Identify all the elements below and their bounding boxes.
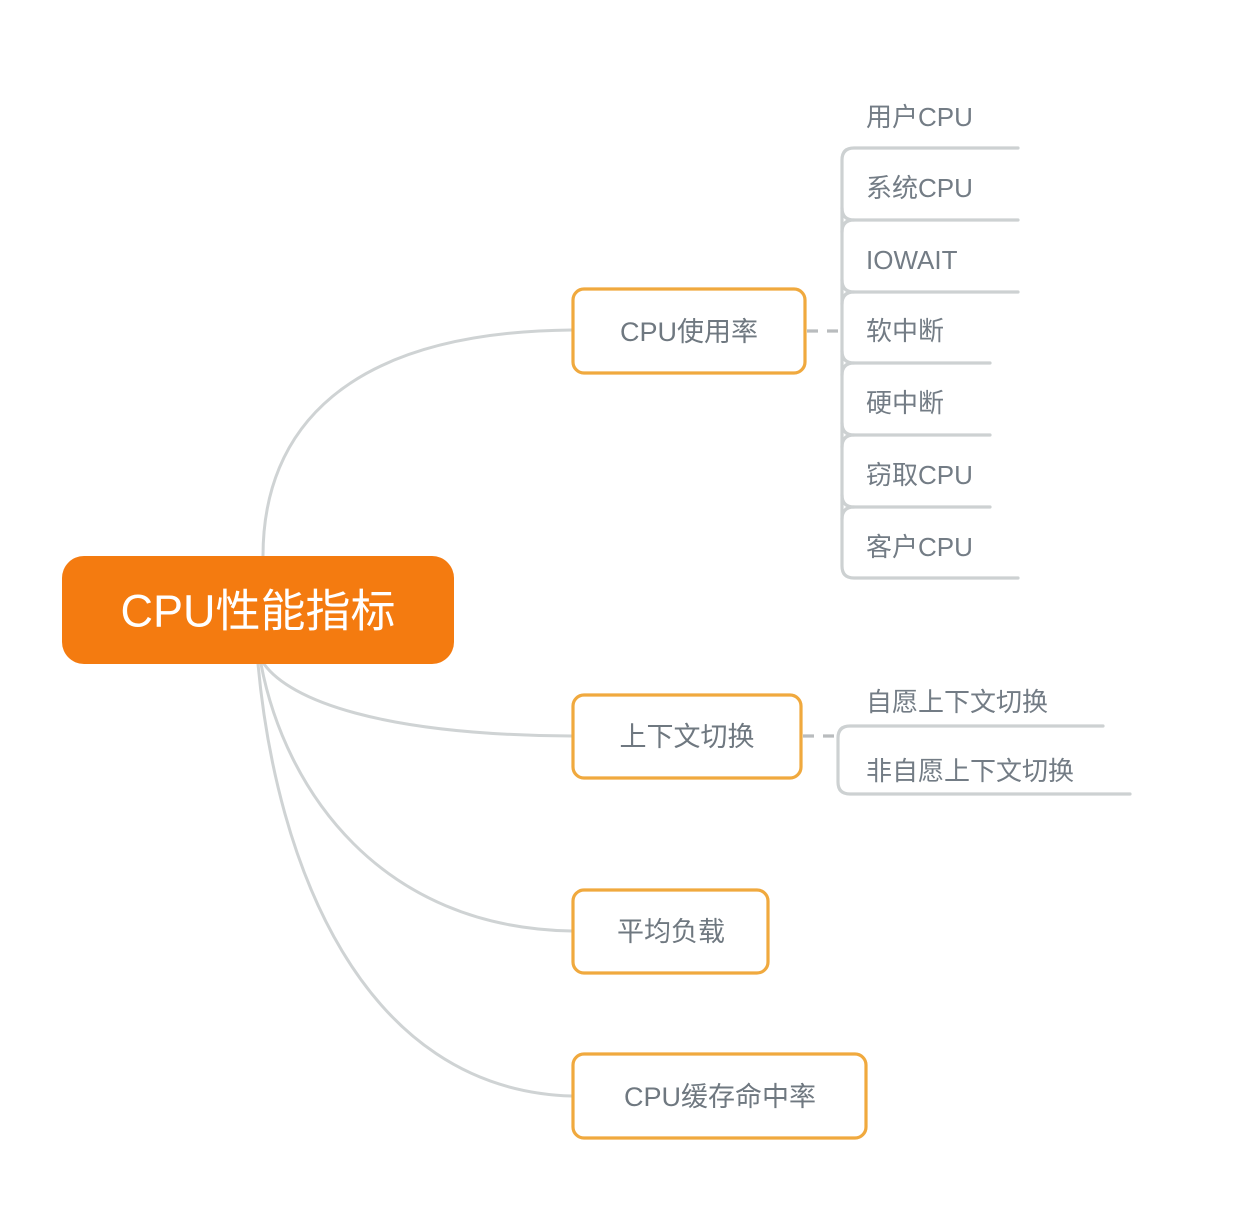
leaf-spine-context-switch xyxy=(836,724,1132,796)
leaf-divider-4 xyxy=(840,421,992,437)
branch-context-switch[interactable]: 上下文切换 xyxy=(571,693,803,780)
leaf-item[interactable]: 系统CPU xyxy=(866,173,973,203)
branch-cpu-usage-box[interactable] xyxy=(571,287,807,375)
root-connectors xyxy=(256,328,574,1098)
leaf-divider-1 xyxy=(840,206,1020,222)
leaf-item[interactable]: 非自愿上下文切换 xyxy=(866,756,1074,786)
connector-to-load-average xyxy=(259,662,574,933)
branch-load-average-label: 平均负载 xyxy=(617,917,725,947)
branch-load-average-box[interactable] xyxy=(571,888,770,975)
connector-to-cache-hit xyxy=(256,662,574,1098)
leaf-bracket-cpu-usage xyxy=(840,146,1020,580)
branch-cpu-usage-label: CPU使用率 xyxy=(620,317,758,347)
branch-cache-hit-rate-label: CPU缓存命中率 xyxy=(624,1082,816,1112)
leaf-divider-3b xyxy=(840,361,856,377)
branch-context-switch-label: 上下文切换 xyxy=(620,722,755,752)
leaf-divider-4b xyxy=(840,433,856,449)
connector-to-cpu-usage xyxy=(261,328,574,558)
branch-cache-hit-rate-box[interactable] xyxy=(571,1052,868,1140)
leaf-item[interactable]: 用户CPU xyxy=(866,102,973,132)
leaf-divider-5b xyxy=(840,505,856,521)
branch-cpu-usage[interactable]: CPU使用率 xyxy=(571,287,807,375)
leaf-group-cpu-usage: 用户CPU 系统CPU IOWAIT 软中断 硬中断 窃取CPU 客户CPU xyxy=(866,102,973,562)
leaf-bracket-context-switch xyxy=(836,724,1132,796)
branch-context-switch-box[interactable] xyxy=(571,693,803,780)
leaf-divider-5 xyxy=(840,493,992,509)
leaf-spine-cpu-usage xyxy=(840,146,1020,580)
root-node[interactable]: CPU性能指标 xyxy=(62,556,454,664)
leaf-divider-3 xyxy=(840,349,992,365)
leaf-divider-2 xyxy=(840,278,1020,294)
leaf-item[interactable]: 自愿上下文切换 xyxy=(866,687,1048,717)
leaf-item[interactable]: 窃取CPU xyxy=(866,460,973,490)
leaf-divider-2b xyxy=(840,290,856,306)
connector-to-context-switch xyxy=(262,662,574,738)
root-node-box[interactable] xyxy=(62,556,454,664)
branch-cache-hit-rate[interactable]: CPU缓存命中率 xyxy=(571,1052,868,1140)
leaf-item[interactable]: 客户CPU xyxy=(866,532,973,562)
leaf-divider-1b xyxy=(840,218,856,234)
branch-load-average[interactable]: 平均负载 xyxy=(571,888,770,975)
root-node-label: CPU性能指标 xyxy=(120,586,395,637)
leaf-item[interactable]: IOWAIT xyxy=(866,245,958,275)
leaf-group-context-switch: 自愿上下文切换 非自愿上下文切换 xyxy=(866,687,1074,786)
leaf-item[interactable]: 软中断 xyxy=(866,316,944,346)
leaf-item[interactable]: 硬中断 xyxy=(866,388,944,418)
